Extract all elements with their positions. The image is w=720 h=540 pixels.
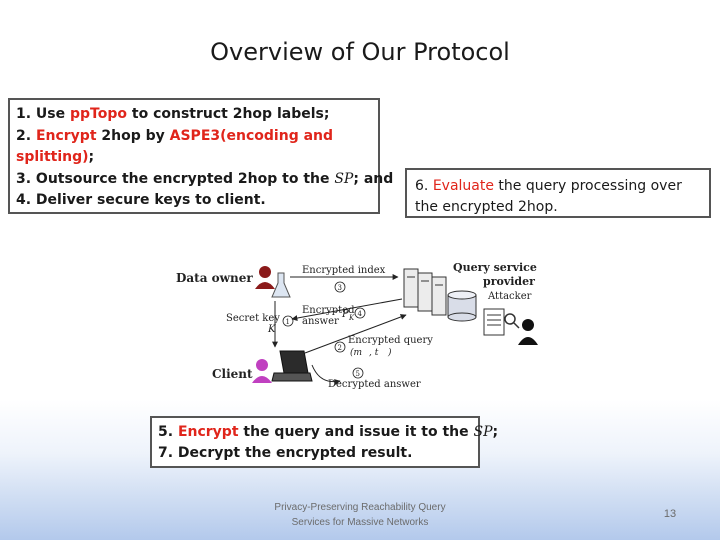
step-3-sp: SP (334, 170, 354, 187)
step-number-5: 5 (356, 370, 360, 378)
answer-label: answer (302, 316, 339, 327)
step-2: 2. Encrypt 2hop by ASPE3(encoding and (16, 126, 378, 148)
step-3: 3. Outsource the encrypted 2hop to the S… (16, 169, 393, 191)
laptop-icon (271, 350, 313, 382)
client-icon (252, 359, 272, 383)
client-label: Client (212, 367, 253, 381)
step-6-prefix: 6. (415, 178, 433, 194)
steps-box: 1. Use ppTopo to construct 2hop labels; … (8, 98, 393, 214)
step-1-suffix: to construct 2hop labels; (127, 106, 330, 122)
encrypted-answer-arrow (291, 298, 403, 321)
step-5-mid: the query and issue it to the (238, 424, 474, 440)
step-5-prefix: 5. (158, 424, 178, 440)
step-circle-1 (282, 315, 294, 327)
footer-line-2: Services for Massive Networks (291, 517, 429, 528)
step-6-suffix: the query processing over (493, 178, 682, 194)
step-5-sp: SP (473, 424, 493, 440)
step-2-highlight-1: Encrypt (35, 127, 97, 144)
step-4: 4. Deliver secure keys to client. (16, 192, 266, 208)
step-2-highlight-2: ASPE3(encoding and (169, 127, 334, 144)
step-7: 7. Decrypt the encrypted result. (158, 445, 413, 461)
step-circle-3 (334, 281, 346, 293)
step-6-highlight: Evaluate (432, 178, 494, 194)
step-6: 6. Evaluate the query processing over (415, 176, 709, 197)
step-number-4: 4 (358, 310, 363, 318)
step-5-suffix: ; (492, 424, 499, 440)
step-5: 5. Encrypt the query and issue it to the… (158, 422, 498, 443)
step-1-prefix: 1. Use (16, 106, 71, 122)
secret-key-k: K (267, 324, 276, 335)
pk-subscript: K (348, 314, 355, 322)
step-number-2: 2 (338, 344, 342, 352)
data-owner-label: Data owner (176, 271, 253, 285)
step-circle-5 (352, 367, 364, 379)
server-rack-icon (403, 268, 447, 316)
step-1-highlight: ppTopo (70, 106, 128, 122)
step-2-cont-highlight: splitting) (16, 149, 89, 165)
footer-line-1: Privacy-Preserving Reachability Query (274, 502, 446, 513)
protocol-diagram: Data owner Encrypted index 3 Query servi… (176, 261, 538, 390)
query-tuple-mid: , t (369, 348, 379, 358)
step-number-3: 3 (338, 284, 342, 292)
step-2-cont-suffix: ; (88, 149, 95, 165)
step-3-prefix: 3. Outsource the encrypted 2hop to the (16, 170, 335, 187)
step-circle-2 (334, 341, 346, 353)
step-2-cont: splitting); (16, 147, 378, 169)
attacker-icon (518, 319, 538, 345)
step-circle-4 (354, 307, 366, 319)
pk-label: P (341, 309, 349, 320)
query-tuple-start: (m (350, 347, 362, 358)
client-steps-box: 5. Encrypt the query and issue it to the… (150, 416, 498, 468)
step-3-suffix: ; and (353, 170, 394, 187)
decrypted-answer-arrow (311, 364, 341, 385)
decrypted-answer-label: Decrypted answer (328, 379, 421, 390)
provider-label: provider (483, 275, 535, 288)
secret-key-label: Secret key (226, 313, 280, 324)
flask-icon (271, 272, 291, 298)
step-number-1: 1 (286, 318, 290, 326)
magnifier-icon (504, 313, 520, 329)
data-owner-icon (255, 266, 275, 289)
step-2-mid: 2hop by (96, 127, 170, 144)
step-1: 1. Use ppTopo to construct 2hop labels; (16, 104, 378, 126)
page-number: 13 (663, 508, 677, 520)
step-2-prefix: 2. (16, 127, 36, 144)
encrypted-query-arrow (304, 314, 407, 354)
document-icon (483, 308, 505, 336)
query-tuple-end: ) (387, 347, 392, 358)
slide-title: Overview of Our Protocol (210, 38, 510, 66)
encrypted-label: Encrypted (302, 305, 355, 316)
encrypted-index-label: Encrypted index (302, 265, 386, 276)
slide-footer: Privacy-Preserving Reachability Query Se… (250, 500, 470, 530)
encrypted-query-label: Encrypted query (348, 335, 433, 346)
step-5-highlight: Encrypt (177, 424, 239, 440)
evaluate-box: 6. Evaluate the query processing over th… (405, 168, 711, 218)
attacker-label: Attacker (487, 291, 532, 302)
step-6-cont: the encrypted 2hop. (415, 199, 558, 215)
database-icon (447, 290, 477, 322)
query-service-label: Query service (453, 261, 537, 274)
